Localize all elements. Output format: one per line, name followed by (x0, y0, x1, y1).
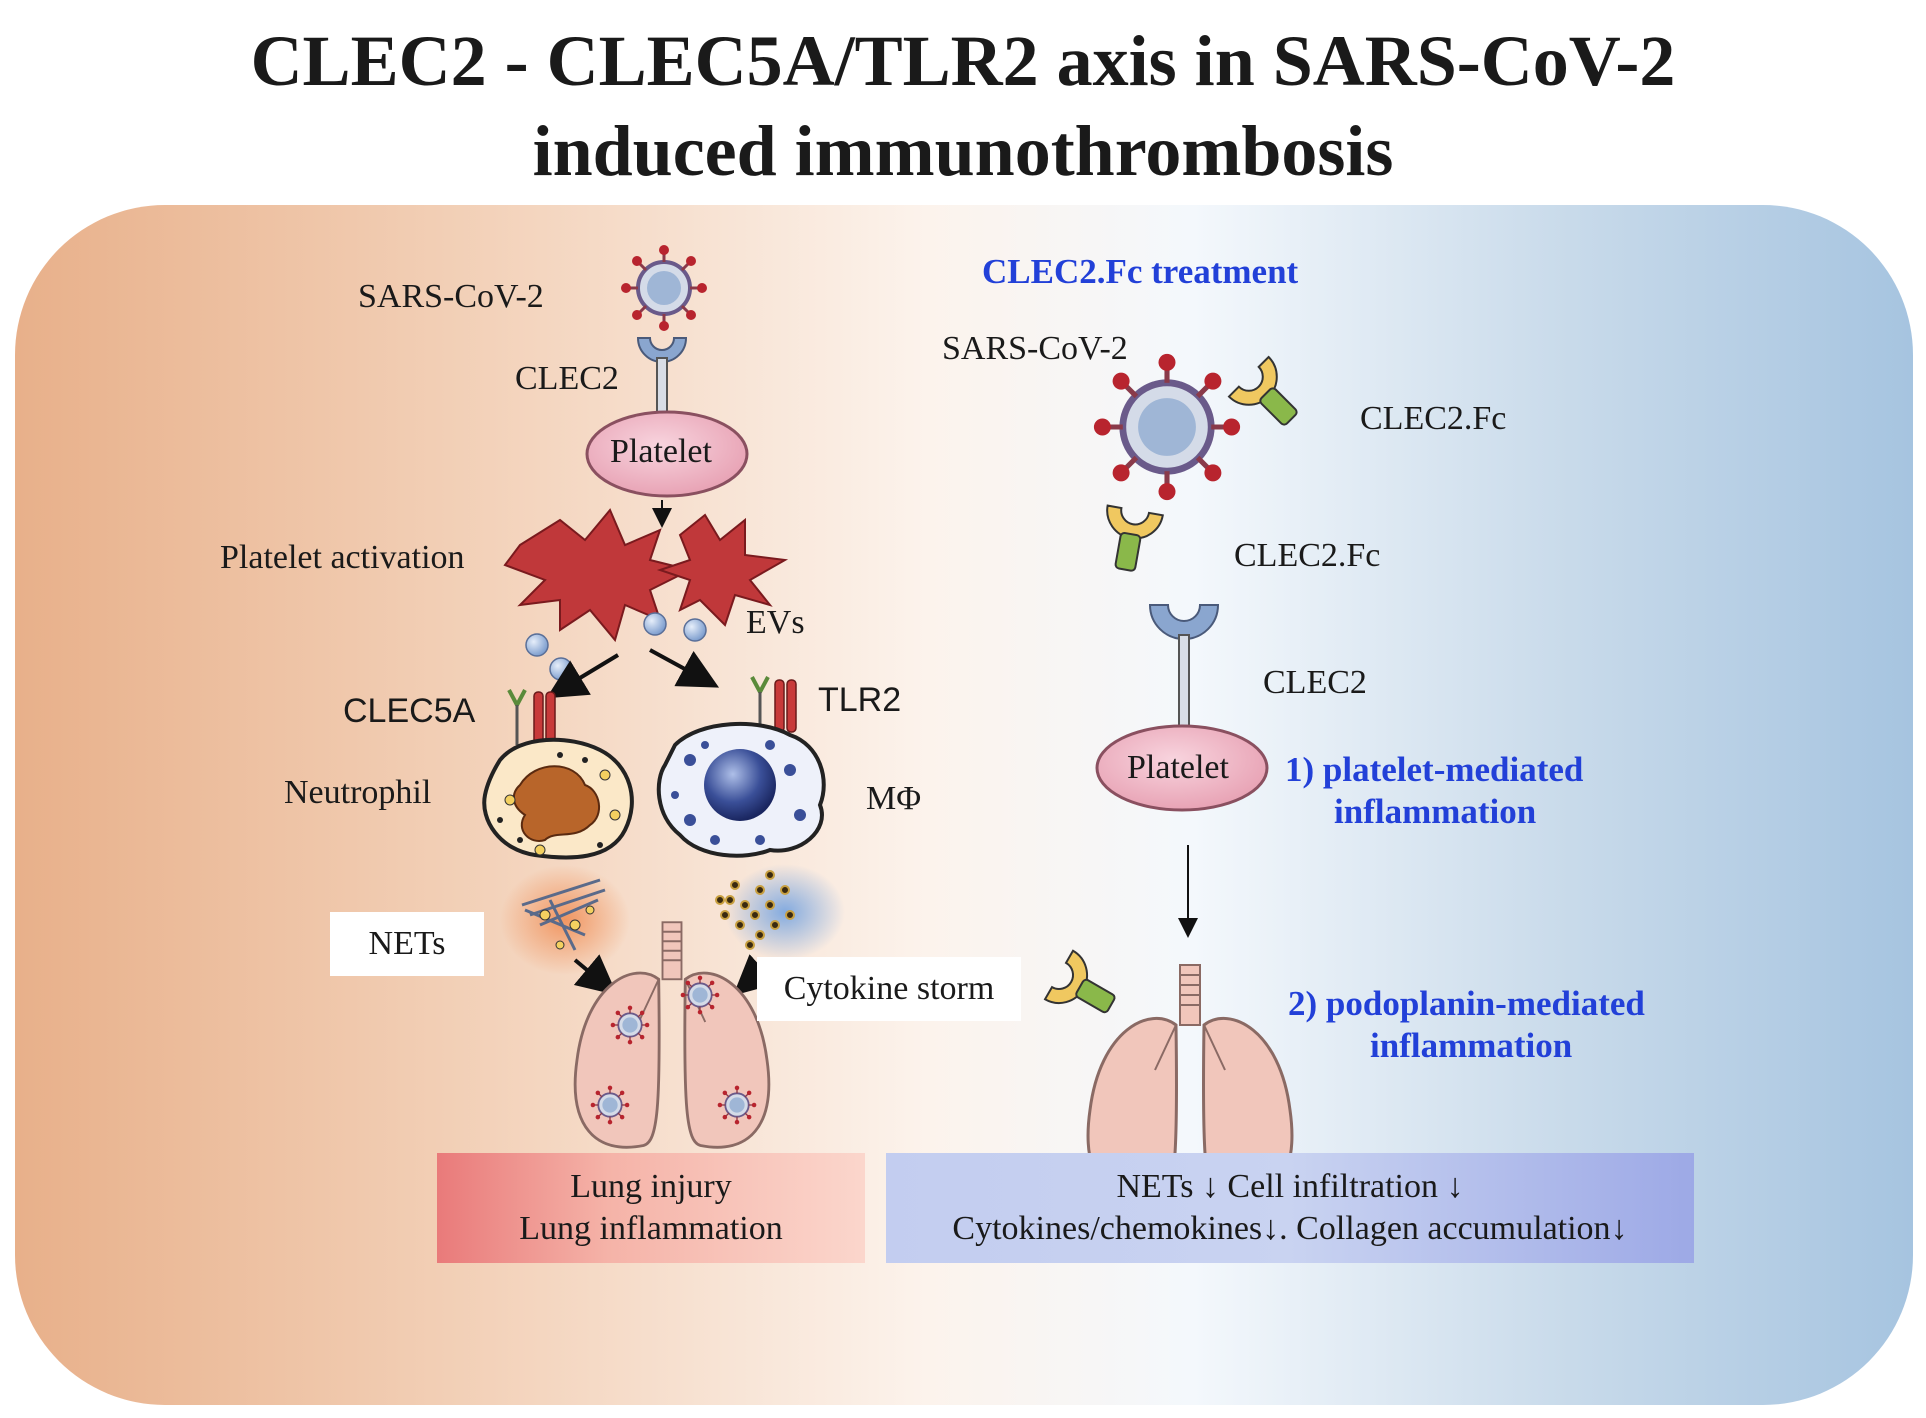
clec2fc-on-lung-icon (1044, 949, 1126, 1031)
clec2fc-free-icon (1096, 504, 1164, 576)
right-virus-label: SARS-CoV-2 (942, 330, 1128, 367)
clec2fc-bound-icon (1227, 355, 1313, 441)
figure-title-line-2: induced immunothrombosis (532, 111, 1394, 191)
arrow-to-macrophage (649, 648, 720, 688)
platelet-activation-label: Platelet activation (220, 539, 465, 576)
right-outcome-line-1: NETs ↓ Cell infiltration ↓ (1116, 1168, 1464, 1205)
right-outcome-line-2: Cytokines/chemokines↓. Collagen accumula… (952, 1210, 1628, 1247)
left-platelet-label: Platelet (610, 433, 712, 470)
nets-label-box: NETs (330, 912, 484, 976)
neutrophil-label: Neutrophil (284, 774, 432, 811)
left-outcome-box: Lung injury Lung inflammation (437, 1153, 865, 1263)
clec2fc-label-2: CLEC2.Fc (1234, 537, 1381, 574)
left-outcome-line-1: Lung injury (570, 1168, 732, 1205)
clec5a-label: CLEC5A (343, 692, 476, 730)
left-outcome-line-2: Lung inflammation (519, 1210, 783, 1247)
clec2fc-label-1: CLEC2.Fc (1360, 400, 1507, 437)
effect-1-line-2: inflammation (1334, 792, 1537, 831)
cytokine-storm-label: Cytokine storm (783, 970, 995, 1007)
right-clec2-receptor-icon (1148, 604, 1220, 731)
cytokine-particles-icon (715, 870, 795, 950)
cytokine-storm-label-box: Cytokine storm (757, 957, 1021, 1021)
nets-strands-icon (521, 878, 606, 951)
right-virus-icon (1094, 354, 1240, 500)
clec2fc-treatment-heading: CLEC2.Fc treatment (982, 252, 1299, 291)
left-platelet-icon (585, 410, 749, 498)
arrow-nets-to-lung (573, 954, 618, 996)
effect-1-line-1: 1) platelet-mediated (1285, 750, 1584, 789)
tlr2-label: TLR2 (818, 681, 902, 719)
clec5a-receptor-icon (507, 689, 556, 745)
neutrophil-icon (482, 737, 634, 860)
nets-label: NETs (368, 925, 446, 962)
arrow-to-neutrophil (546, 653, 620, 699)
right-clec2-label: CLEC2 (1263, 664, 1367, 701)
right-outcome-box: NETs ↓ Cell infiltration ↓ Cytokines/che… (886, 1153, 1694, 1263)
left-clec2-label: CLEC2 (515, 360, 619, 397)
cytokine-glow (725, 864, 845, 960)
effect-2-line-1: 2) podoplanin-mediated (1288, 984, 1645, 1023)
right-platelet-label: Platelet (1127, 749, 1229, 786)
activated-platelets-icon (503, 508, 789, 643)
left-virus-icon (619, 243, 709, 333)
left-clec2-receptor-icon (636, 337, 688, 419)
macrophage-label: MΦ (866, 780, 922, 817)
nets-glow (500, 865, 630, 975)
left-virus-label: SARS-CoV-2 (358, 278, 544, 315)
figure-title-line-1: CLEC2 - CLEC5A/TLR2 axis in SARS-CoV-2 (250, 21, 1676, 101)
right-platelet-icon (1095, 724, 1269, 812)
evs-label: EVs (746, 604, 805, 641)
effect-2-line-2: inflammation (1370, 1026, 1573, 1065)
macrophage-icon (656, 721, 826, 858)
